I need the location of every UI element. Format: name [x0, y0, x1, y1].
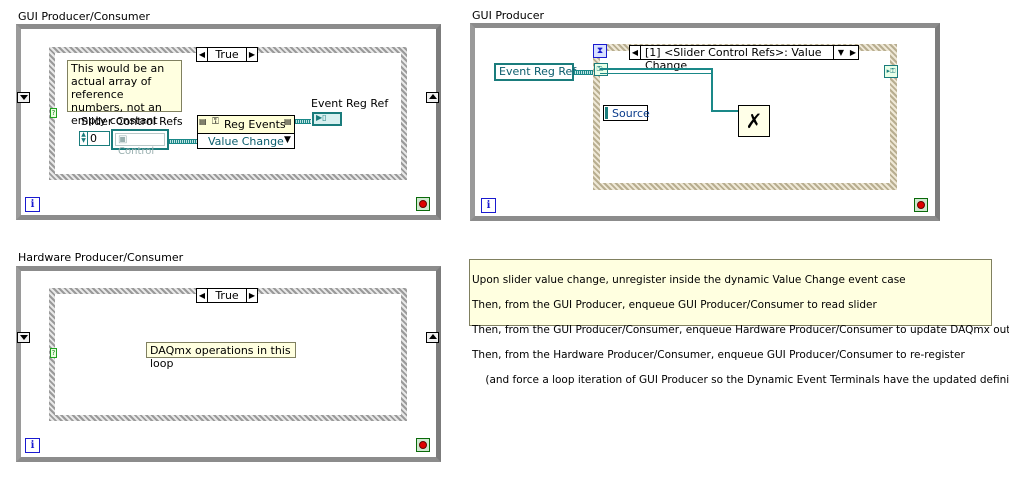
control-ref-icon: ▣	[118, 134, 128, 145]
gui-producer-title: GUI Producer	[472, 9, 545, 22]
slider-control-refs-label: Slider Control Refs	[81, 115, 183, 128]
control-refnum-text: Control	[118, 146, 155, 157]
explanation-notes: Upon slider value change, unregister ins…	[469, 259, 1009, 386]
reg-events-node[interactable]: ▤ ⚿ Reg Events ▤ Value Change ▼	[197, 115, 295, 149]
note-line: Then, from the GUI Producer, enqueue GUI…	[472, 298, 877, 311]
stop-terminal-icon[interactable]	[416, 197, 430, 211]
case-selector-tunnel: ?	[50, 348, 57, 358]
increment-icon[interactable]: ▶	[248, 291, 256, 300]
register-key-icon: ⚿	[212, 117, 219, 127]
iteration-terminal: i	[25, 197, 40, 212]
array-index-value: 0	[90, 132, 97, 145]
note-line: Then, from the Hardware Producer/Consume…	[472, 349, 965, 362]
increment-icon[interactable]: ▶	[849, 48, 857, 57]
source-label: Source	[612, 107, 650, 120]
decrement-icon[interactable]: ◀	[198, 291, 206, 300]
event-reg-icon: ▤	[199, 117, 207, 126]
shift-register-left[interactable]	[17, 92, 30, 103]
event-case-selector[interactable]: ◀ [1] <Slider Control Refs>: Value Chang…	[629, 45, 859, 72]
note-line: Upon slider value change, unregister ins…	[472, 273, 906, 286]
reg-events-value: Value Change	[208, 135, 284, 148]
case-selector-label: True	[207, 48, 247, 61]
stop-terminal-icon[interactable]	[416, 438, 430, 452]
refnum-wire-b[interactable]	[600, 73, 712, 74]
decrement-icon[interactable]: ◀	[198, 50, 206, 59]
event-case-label: [1] <Slider Control Refs>: Value Change	[640, 46, 834, 72]
gui-pc-title: GUI Producer/Consumer	[18, 10, 150, 23]
dropdown-arrow-icon[interactable]: ▼	[837, 48, 845, 57]
reg-events-title: Reg Events	[224, 118, 286, 131]
case-selector-tunnel: ?	[50, 108, 57, 118]
array-index-box[interactable]: ▲▼ 0	[79, 131, 110, 146]
hw-pc-title: Hardware Producer/Consumer	[18, 251, 184, 264]
refnum-wire-a[interactable]	[600, 68, 712, 70]
indicator-arrow-icon: ▶▯	[316, 113, 327, 122]
iteration-terminal: i	[25, 438, 40, 453]
case-selector[interactable]: ◀ True ▶	[196, 47, 258, 62]
event-reg-ref-indicator[interactable]: ▶▯	[312, 112, 342, 126]
timeout-hourglass-icon[interactable]: ⧗	[593, 44, 607, 58]
stop-terminal-icon[interactable]	[914, 198, 928, 212]
refnum-wire-c[interactable]	[711, 68, 713, 112]
dynamic-event-terminal-right-icon[interactable]: ▸⚿	[884, 65, 898, 78]
note-line: (and force a loop iteration of GUI Produ…	[472, 374, 1009, 387]
refnum-wire-d[interactable]	[711, 110, 739, 112]
unregister-events-icon[interactable]: ✗	[738, 105, 770, 137]
dropdown-arrow-icon[interactable]: ▼	[284, 135, 291, 145]
daqmx-comment: DAQmx operations in this loop	[146, 342, 296, 370]
index-stepper-icon[interactable]: ▲▼	[80, 132, 88, 145]
array-constant[interactable]: ▣ Control	[111, 129, 169, 157]
array-wire[interactable]	[169, 139, 197, 144]
event-reg-ref-label: Event Reg Ref	[311, 97, 389, 110]
event-data-bar	[605, 107, 608, 119]
note-line: Then, from the GUI Producer/Consumer, en…	[472, 323, 1009, 336]
refnum-comment: This would be an actual array of referen…	[67, 60, 182, 127]
event-data-node[interactable]: Source	[603, 105, 650, 121]
event-reg-out-icon: ▤	[284, 117, 292, 126]
case-selector[interactable]: ◀ True ▶	[196, 288, 258, 303]
decrement-icon[interactable]: ◀	[631, 48, 639, 57]
shift-register-left[interactable]	[17, 332, 30, 343]
reg-events-header: ▤ ⚿ Reg Events ▤	[198, 116, 294, 134]
control-refnum-element: ▣ Control	[115, 133, 165, 157]
shift-register-right[interactable]	[426, 92, 439, 103]
event-reg-ref-control[interactable]: Event Reg Ref	[494, 63, 576, 81]
increment-icon[interactable]: ▶	[248, 50, 256, 59]
iteration-terminal: i	[481, 198, 496, 213]
case-selector-label: True	[207, 289, 247, 302]
shift-register-right[interactable]	[426, 332, 439, 343]
reg-ref-wire[interactable]	[295, 119, 311, 124]
reg-ref-wire[interactable]	[574, 70, 594, 75]
